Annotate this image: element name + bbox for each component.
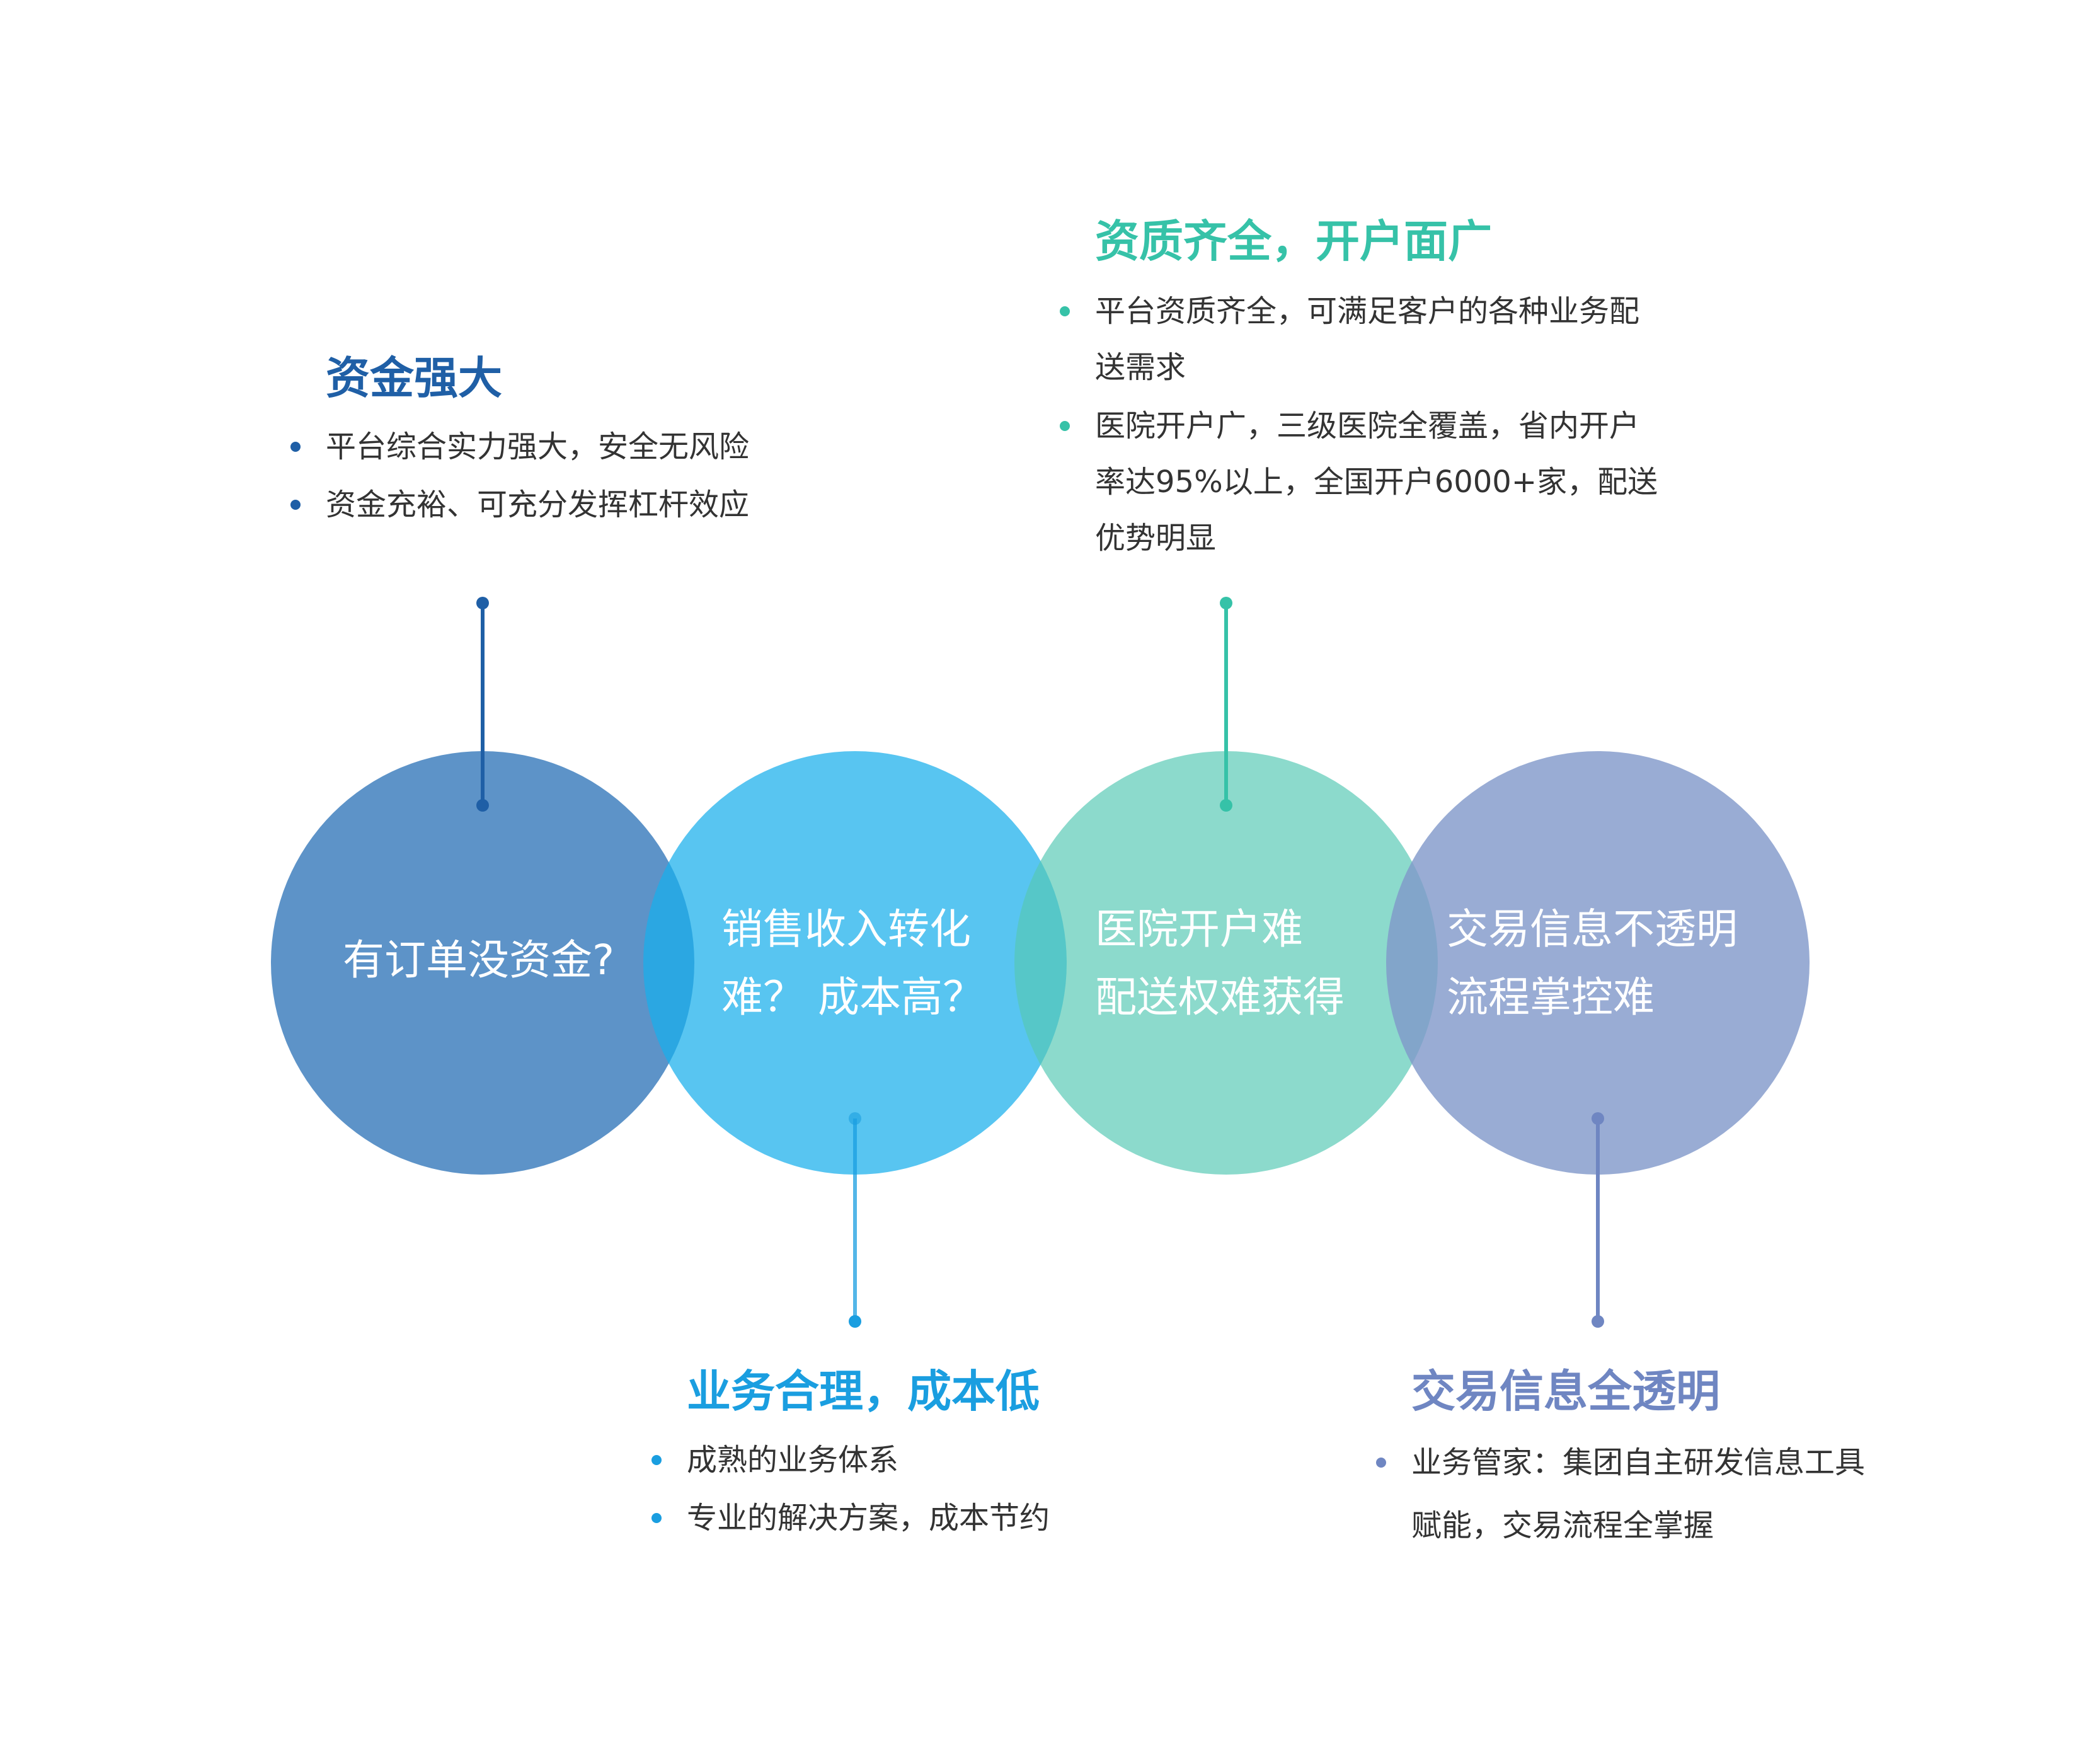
- callout-funding: 资金强大 平台综合实力强大，安全无风险 资金充裕、可充分发挥杠杆效应: [290, 350, 842, 534]
- circle-text-line: 交易信息不透明: [1447, 905, 1738, 953]
- list-item-text: 平台综合实力强大，安全无风险: [326, 429, 750, 464]
- list-item: 业务管家：集团自主研发信息工具赋能，交易流程全掌握: [1376, 1431, 1866, 1557]
- bullet-icon: [651, 1513, 662, 1523]
- bullet-icon: [651, 1455, 662, 1465]
- list-item-text: 成熟的业务体系: [687, 1442, 899, 1478]
- bullet-icon: [1060, 306, 1070, 316]
- list-item: 平台综合实力强大，安全无风险: [290, 418, 842, 476]
- connector-funding: [476, 597, 489, 812]
- connector-dot-top: [1592, 1112, 1604, 1125]
- circle-text-line: 有订单没资金?: [343, 936, 615, 984]
- callout-list: 平台综合实力强大，安全无风险 资金充裕、可充分发挥杠杆效应: [290, 418, 842, 534]
- circle-text-line: 流程掌控难: [1447, 973, 1655, 1021]
- connector-dot-bottom: [1592, 1315, 1604, 1328]
- callout-title: 资金强大: [326, 352, 502, 404]
- callout-title: 业务合理，成本低: [687, 1366, 1040, 1417]
- callout-title: 资质齐全，开户面广: [1095, 216, 1492, 267]
- bullet-icon: [290, 500, 301, 510]
- circle-label-transparency: 交易信息不透明 流程掌控难: [1447, 895, 1738, 1032]
- list-item-text: 资金充裕、可充分发挥杠杆效应: [326, 487, 750, 522]
- list-item: 资金充裕、可充分发挥杠杆效应: [290, 476, 842, 534]
- circle-label-hospital: 医院开户难 配送权难获得: [1095, 895, 1345, 1032]
- circle-text-line: 医院开户难: [1095, 905, 1303, 953]
- circle-hospital: [1014, 751, 1438, 1175]
- circle-funding: [271, 751, 694, 1175]
- bullet-icon: [1376, 1458, 1386, 1468]
- list-item: 平台资质齐全，可满足客户的各种业务配送需求: [1060, 284, 1662, 396]
- callout-list: 平台资质齐全，可满足客户的各种业务配送需求 医院开户广，三级医院全覆盖，省内开户…: [1060, 284, 1662, 567]
- bullet-icon: [290, 442, 301, 452]
- bullet-icon: [1060, 421, 1070, 431]
- connector-dot-top: [849, 1112, 861, 1125]
- list-item: 医院开户广，三级医院全覆盖，省内开户率达95%以上，全国开户6000+家，配送优…: [1060, 398, 1662, 567]
- list-item-text: 业务管家：集团自主研发信息工具赋能，交易流程全掌握: [1411, 1445, 1866, 1543]
- callout-transparency: 交易信息全透明 业务管家：集团自主研发信息工具赋能，交易流程全掌握: [1376, 1363, 1866, 1557]
- connector-dot-bottom: [1220, 799, 1232, 812]
- callout-business: 业务合理，成本低 成熟的业务体系 专业的解决方案，成本节约: [651, 1363, 1254, 1547]
- callout-list: 成熟的业务体系 专业的解决方案，成本节约: [651, 1431, 1254, 1547]
- connector-dot-top: [476, 597, 489, 609]
- list-item-text: 专业的解决方案，成本节约: [687, 1500, 1050, 1536]
- list-item: 专业的解决方案，成本节约: [651, 1489, 1254, 1547]
- circle-transparency: [1386, 751, 1810, 1175]
- circle-label-sales: 销售收入转化 难？ 成本高？: [721, 895, 984, 1032]
- callout-qualification: 资质齐全，开户面广 平台资质齐全，可满足客户的各种业务配送需求 医院开户广，三级…: [1060, 213, 1662, 567]
- callout-title: 交易信息全透明: [1411, 1366, 1720, 1417]
- circle-text-line: 配送权难获得: [1095, 973, 1345, 1021]
- list-item: 成熟的业务体系: [651, 1431, 1254, 1489]
- connector-dot-bottom: [476, 799, 489, 812]
- circle-text-line: 销售收入转化: [721, 905, 971, 953]
- circle-group: [271, 751, 1810, 1175]
- connector-dot-top: [1220, 597, 1232, 609]
- circle-label-funding: 有订单没资金?: [343, 926, 614, 994]
- list-item-text: 医院开户广，三级医院全覆盖，省内开户率达95%以上，全国开户6000+家，配送优…: [1095, 408, 1658, 556]
- circle-sales: [643, 751, 1067, 1175]
- connector-sales: [849, 1112, 861, 1328]
- callout-list: 业务管家：集团自主研发信息工具赋能，交易流程全掌握: [1376, 1431, 1866, 1557]
- circle-text-line: 难？ 成本高？: [721, 973, 984, 1021]
- list-item-text: 平台资质齐全，可满足客户的各种业务配送需求: [1095, 294, 1640, 385]
- connector-dot-bottom: [849, 1315, 861, 1328]
- connector-transparency: [1592, 1112, 1604, 1328]
- connector-hospital: [1220, 597, 1232, 812]
